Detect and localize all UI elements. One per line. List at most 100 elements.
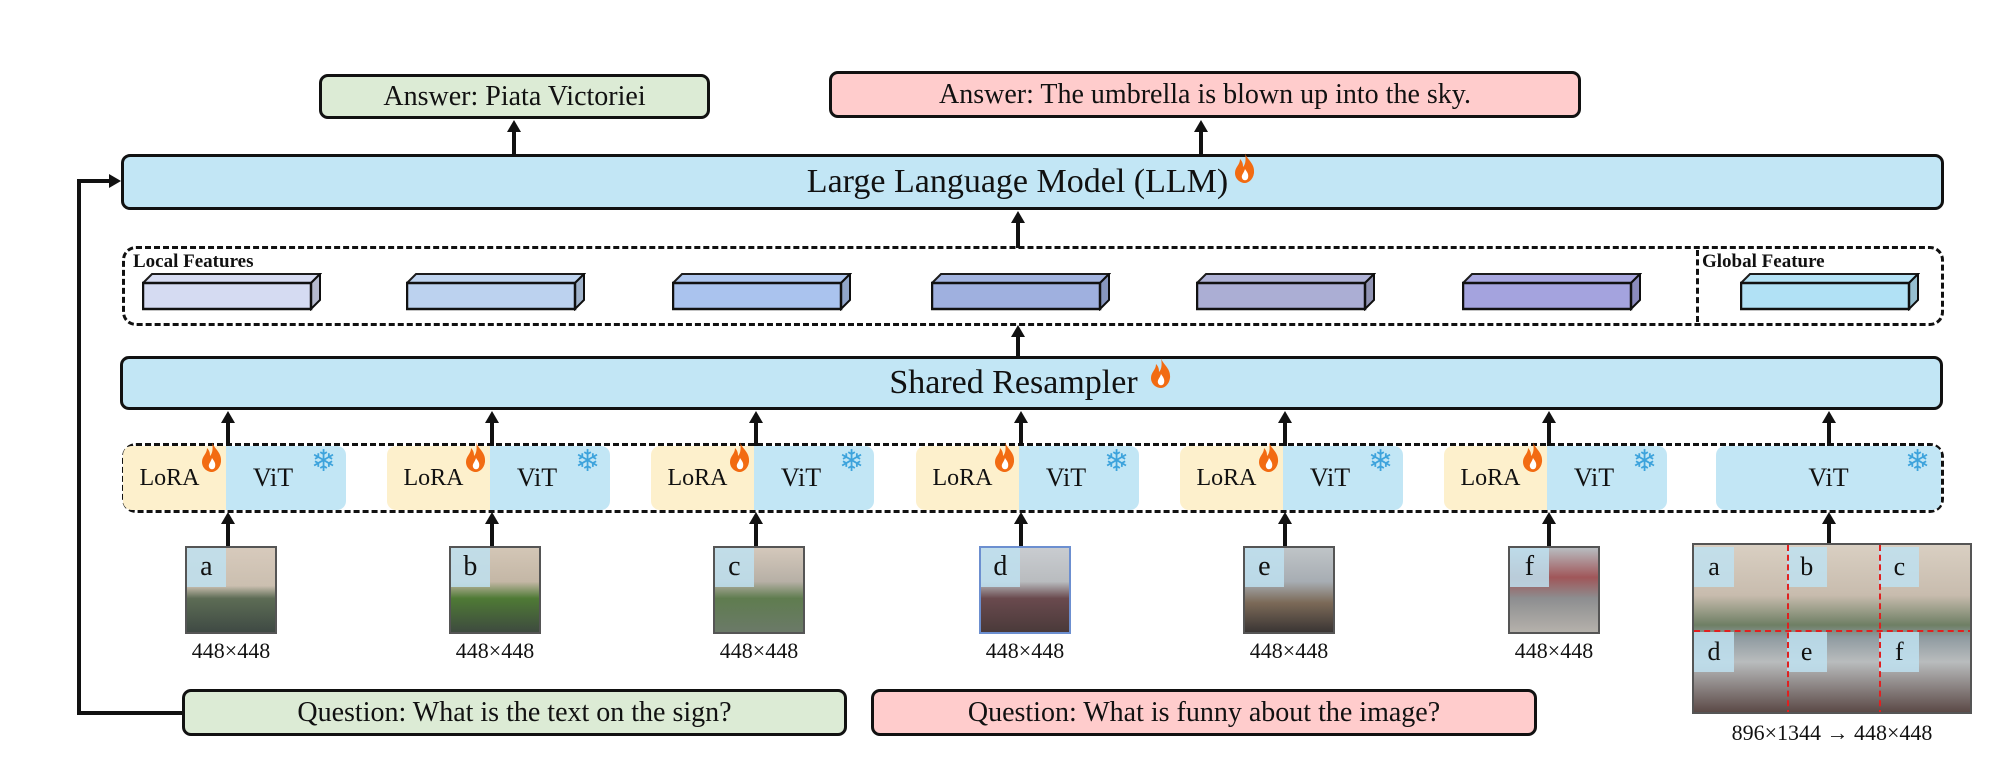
slice-size: 448×448 <box>1249 638 1329 663</box>
shared-resampler-label: Shared Resampler <box>889 364 1138 401</box>
arrowhead-icon <box>1278 512 1292 524</box>
fire-icon <box>1148 357 1174 398</box>
vit-block: ViT <box>1019 446 1139 510</box>
lora-label: LoRA <box>1460 464 1521 491</box>
global-vit-block: ViT <box>1716 446 1941 510</box>
arrow-line <box>1019 521 1023 546</box>
arrow-line <box>1827 420 1831 446</box>
arrowhead-icon <box>749 512 763 524</box>
grid-divider-vertical <box>1879 545 1882 712</box>
global-slice-tag: e <box>1786 632 1827 672</box>
global-slice-tag: a <box>1694 547 1734 587</box>
lora-block: LoRA <box>1180 446 1283 510</box>
snowflake-icon: ❄ <box>1368 445 1394 478</box>
arrowhead-icon <box>1822 411 1836 423</box>
arrowhead-icon <box>1278 411 1292 423</box>
snowflake-icon: ❄ <box>1104 445 1130 478</box>
arrow-line <box>226 420 230 446</box>
arrow-line <box>1547 521 1551 546</box>
arrowhead-icon <box>109 174 121 188</box>
global-slice-tag: d <box>1694 632 1734 672</box>
snowflake-icon: ❄ <box>839 445 865 478</box>
arrow-line <box>490 521 494 546</box>
fire-icon <box>1256 441 1282 478</box>
arrow-line <box>754 420 758 446</box>
arrowhead-icon <box>1822 512 1836 524</box>
vit-label: ViT <box>516 463 558 492</box>
arrowhead-icon <box>1014 512 1028 524</box>
lora-label: LoRA <box>139 464 200 491</box>
vit-label: ViT <box>252 463 294 492</box>
fire-icon <box>463 441 489 478</box>
local-feature-bar <box>140 271 323 312</box>
features-divider <box>1696 250 1699 322</box>
arrow-resampler-to-features <box>1016 334 1020 358</box>
question-box-funny: Question: What is funny about the image? <box>871 689 1537 736</box>
slice-size: 448×448 <box>191 638 271 663</box>
image-slice-d: d <box>979 546 1071 634</box>
image-slice-c: c <box>713 546 805 634</box>
arrowhead-icon <box>485 512 499 524</box>
question-box-sign: Question: What is the text on the sign? <box>182 689 847 736</box>
local-feature-bar <box>670 271 853 312</box>
arrow-line <box>754 521 758 546</box>
local-feature-bar <box>929 271 1112 312</box>
feedback-line-top <box>77 179 111 183</box>
fire-icon <box>199 441 225 478</box>
vit-block: ViT <box>1283 446 1403 510</box>
llm-label: Large Language Model (LLM) <box>806 163 1229 200</box>
arrow-llm-to-answer-sign <box>512 129 516 155</box>
question-text-sign: Question: What is the text on the sign? <box>297 696 732 728</box>
slice-tag: c <box>715 548 754 587</box>
vit-block: ViT <box>1547 446 1667 510</box>
feedback-line-vertical <box>77 179 81 713</box>
arrowhead-icon <box>749 411 763 423</box>
lora-label: LoRA <box>403 464 464 491</box>
answer-box-funny: Answer: The umbrella is blown up into th… <box>829 71 1581 118</box>
question-text-funny: Question: What is funny about the image? <box>967 696 1441 728</box>
vit-label: ViT <box>1309 463 1351 492</box>
slice-tag: a <box>187 548 226 587</box>
slice-tag: f <box>1510 548 1549 587</box>
grid-divider-vertical <box>1786 545 1789 712</box>
lora-label: LoRA <box>1196 464 1257 491</box>
arrowhead-icon <box>1194 120 1208 132</box>
slice-tag: d <box>981 548 1020 587</box>
arrowhead-icon <box>1011 211 1025 223</box>
lora-label: LoRA <box>932 464 993 491</box>
slice-size: 448×448 <box>1514 638 1594 663</box>
arrow-line <box>1019 420 1023 446</box>
global-vit-label: ViT <box>1808 463 1849 492</box>
global-image-size: 896×1344 → 448×448 <box>1731 720 1933 745</box>
local-features-label: Local Features <box>133 251 254 272</box>
slice-size: 448×448 <box>985 638 1065 663</box>
fire-icon <box>1232 152 1258 193</box>
vit-block: ViT <box>226 446 346 510</box>
arrow-line <box>226 521 230 546</box>
answer-text-sign: Answer: Piata Victoriei <box>383 80 646 112</box>
arrowhead-icon <box>1542 512 1556 524</box>
snowflake-icon: ❄ <box>575 445 601 478</box>
image-slice-e: e <box>1243 546 1335 634</box>
arrow-line <box>1547 420 1551 446</box>
arrow-line <box>1283 521 1287 546</box>
vit-label: ViT <box>1045 463 1087 492</box>
arrow-line <box>1827 521 1831 543</box>
image-slice-f: f <box>1508 546 1600 634</box>
fire-icon <box>992 441 1018 478</box>
lora-block: LoRA <box>387 446 490 510</box>
arrow-line <box>1283 420 1287 446</box>
global-slice-tag: b <box>1786 547 1827 587</box>
snowflake-icon: ❄ <box>1905 445 1931 478</box>
slice-size: 448×448 <box>719 638 799 663</box>
features-container <box>122 246 1944 326</box>
arrowhead-icon <box>507 120 521 132</box>
slice-tag: e <box>1245 548 1284 587</box>
vit-label: ViT <box>1573 463 1615 492</box>
arrow-llm-to-answer-funny <box>1199 129 1203 155</box>
local-feature-bar <box>404 271 587 312</box>
arrowhead-icon <box>1014 411 1028 423</box>
image-slice-a: a <box>185 546 277 634</box>
vit-block: ViT <box>754 446 874 510</box>
